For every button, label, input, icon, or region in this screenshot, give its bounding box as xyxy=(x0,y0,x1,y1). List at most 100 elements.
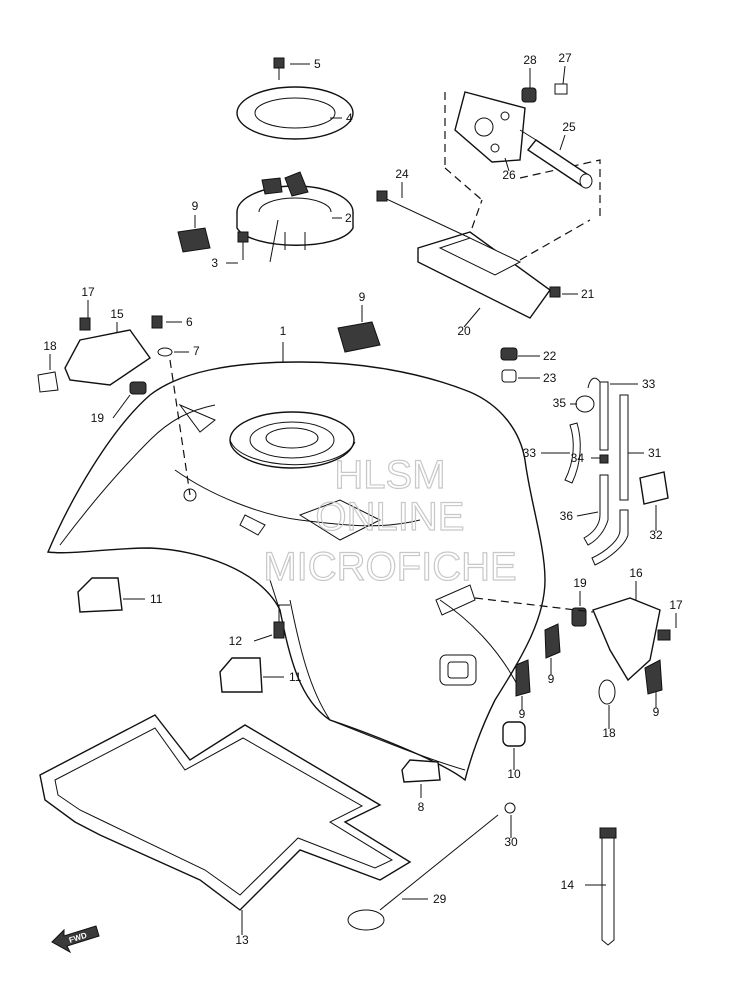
callout-number: 3 xyxy=(211,256,218,270)
left-cover-drawing xyxy=(37,315,191,496)
callout-9: 9 xyxy=(548,658,555,686)
callout-34: 34 xyxy=(571,451,600,465)
callout-3: 3 xyxy=(211,256,238,270)
callout-number: 4 xyxy=(346,111,353,125)
callout-11: 11 xyxy=(263,670,302,684)
callout-leader-line xyxy=(463,307,481,328)
callout-36: 36 xyxy=(560,509,599,523)
callout-number: 9 xyxy=(192,199,199,213)
callout-number: 10 xyxy=(507,767,521,781)
callout-number: 5 xyxy=(314,57,321,71)
callout-33: 33 xyxy=(610,377,656,391)
callout-number: 17 xyxy=(81,285,95,299)
callout-16: 16 xyxy=(629,566,643,600)
callout-33: 33 xyxy=(523,446,570,460)
callout-leader-line xyxy=(112,394,131,419)
callout-28: 28 xyxy=(523,53,537,88)
callout-23: 23 xyxy=(518,371,557,385)
filler-cap-drawing xyxy=(236,57,354,263)
callout-number: 12 xyxy=(229,634,243,648)
watermark-line-3: MICROFICHE xyxy=(263,545,516,589)
callout-1: 1 xyxy=(280,324,287,362)
callout-number: 9 xyxy=(359,290,366,304)
callout-5: 5 xyxy=(290,57,321,71)
callout-22: 22 xyxy=(518,349,557,363)
callout-number: 31 xyxy=(648,446,662,460)
callout-number: 2 xyxy=(345,211,352,225)
callout-12: 12 xyxy=(229,634,273,648)
callout-31: 31 xyxy=(628,446,662,460)
callout-29: 29 xyxy=(402,892,447,906)
callout-25: 25 xyxy=(559,120,576,151)
callout-11: 11 xyxy=(123,592,163,606)
callout-7: 7 xyxy=(174,344,200,358)
fwd-arrow-icon: FWD xyxy=(51,925,100,954)
callout-number: 33 xyxy=(523,446,537,460)
callout-9: 9 xyxy=(359,290,366,322)
bracket-plate-drawing xyxy=(454,83,593,189)
callout-17: 17 xyxy=(669,598,683,628)
callout-20: 20 xyxy=(457,307,481,338)
callout-14: 14 xyxy=(561,878,606,892)
callout-18: 18 xyxy=(602,705,616,740)
callout-6: 6 xyxy=(166,315,193,329)
callout-number: 23 xyxy=(543,371,557,385)
callout-number: 21 xyxy=(581,287,595,301)
fuel-tank-drawing xyxy=(46,361,546,782)
callout-leader-line xyxy=(504,157,510,172)
callout-number: 25 xyxy=(562,120,576,134)
callout-number: 18 xyxy=(43,339,57,353)
callout-21: 21 xyxy=(562,287,595,301)
callout-number: 27 xyxy=(558,51,572,65)
callout-number: 7 xyxy=(193,344,200,358)
callout-24: 24 xyxy=(395,167,409,198)
callout-leader-line xyxy=(559,134,566,151)
callout-number: 14 xyxy=(561,878,575,892)
pads-drawing xyxy=(177,227,663,697)
callout-4: 4 xyxy=(330,111,353,125)
callout-number: 34 xyxy=(571,451,585,465)
tank-mat-drawing xyxy=(39,714,412,911)
callout-8: 8 xyxy=(418,784,425,814)
callout-number: 22 xyxy=(543,349,557,363)
rubber-pads-drawing xyxy=(77,577,441,783)
callout-number: 17 xyxy=(669,598,683,612)
callout-number: 16 xyxy=(629,566,643,580)
callout-number: 9 xyxy=(548,672,555,686)
callout-number: 18 xyxy=(602,726,616,740)
callout-number: 13 xyxy=(235,933,249,947)
callout-number: 35 xyxy=(553,396,567,410)
callout-32: 32 xyxy=(649,505,663,542)
callout-17: 17 xyxy=(81,285,95,318)
callout-13: 13 xyxy=(235,910,249,947)
callout-number: 24 xyxy=(395,167,409,181)
callout-number: 19 xyxy=(91,411,105,425)
callout-number: 29 xyxy=(433,892,447,906)
callout-number: 28 xyxy=(523,53,537,67)
callout-leader-line xyxy=(253,634,273,642)
callout-number: 11 xyxy=(150,592,163,606)
callout-9: 9 xyxy=(519,696,526,721)
misc-parts-drawing xyxy=(273,605,617,946)
callout-19: 19 xyxy=(91,394,131,425)
callout-number: 15 xyxy=(110,307,124,321)
callout-19: 19 xyxy=(573,576,587,606)
watermark: HLSM ONLINE MICROFICHE xyxy=(263,452,518,589)
rear-bracket-drawing xyxy=(376,92,601,383)
callout-number: 8 xyxy=(418,800,425,814)
callout-number: 1 xyxy=(280,324,287,338)
callout-number: 9 xyxy=(653,705,660,719)
callout-10: 10 xyxy=(507,748,521,781)
callout-9: 9 xyxy=(192,199,199,228)
callout-number: 20 xyxy=(457,324,471,338)
callout-30: 30 xyxy=(504,815,518,849)
callout-27: 27 xyxy=(558,51,572,85)
right-cover-drawing xyxy=(474,597,671,705)
callout-number: 11 xyxy=(289,670,302,684)
callout-number: 32 xyxy=(649,528,663,542)
callout-2: 2 xyxy=(332,211,352,225)
callout-18: 18 xyxy=(43,339,57,370)
callout-number: 36 xyxy=(560,509,574,523)
